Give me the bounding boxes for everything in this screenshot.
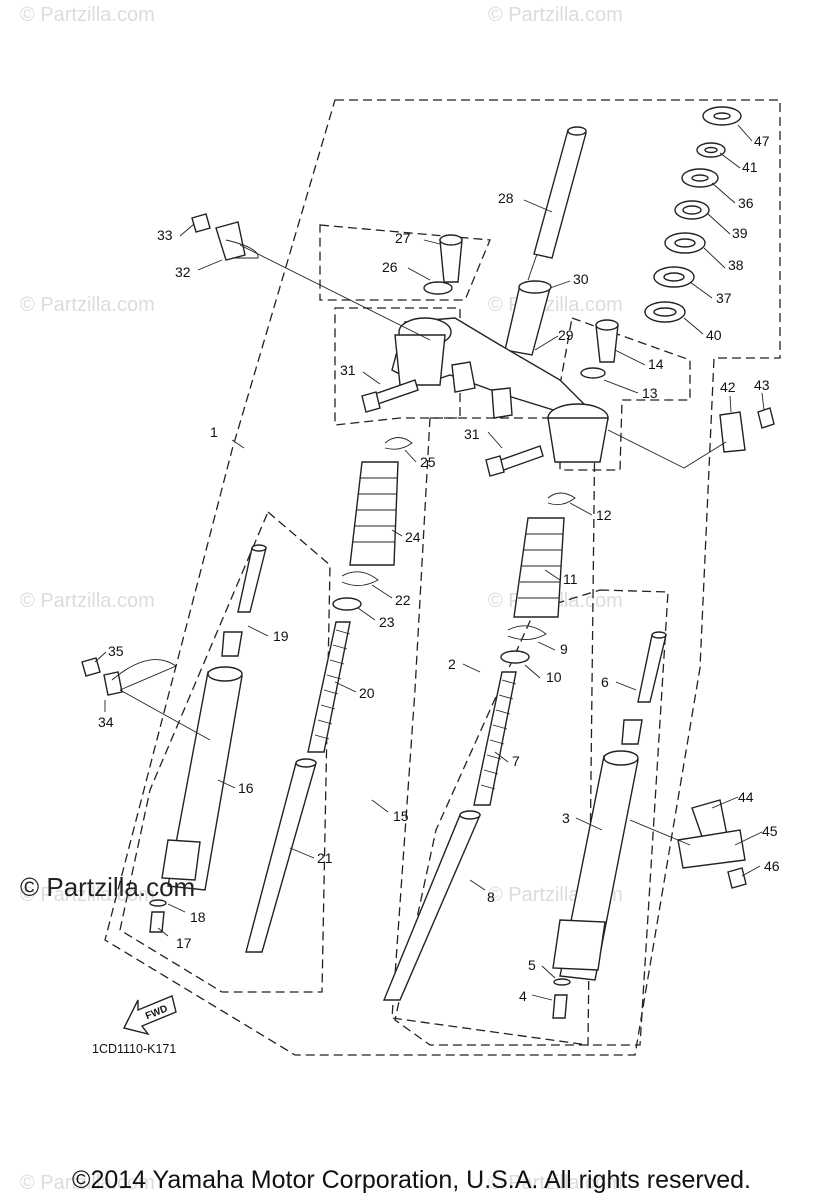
callout-32: 32 — [175, 264, 191, 280]
callout-24: 24 — [405, 529, 421, 545]
callout-17: 17 — [176, 935, 192, 951]
callout-31: 31 — [340, 362, 356, 378]
bottom-bolt-left — [149, 899, 167, 933]
callout-34: 34 — [98, 714, 114, 730]
oil-seal-10 — [500, 650, 530, 664]
pinch-bolt-left — [361, 379, 419, 413]
callout-10: 10 — [546, 669, 562, 685]
callout-30: 30 — [573, 271, 589, 287]
pinch-bolt-right — [485, 445, 544, 477]
inner-tube-8 — [382, 814, 482, 1001]
bottom-bolt-right — [552, 978, 571, 1019]
outer-tube-3 — [552, 750, 639, 981]
bracket-32 — [191, 213, 259, 261]
callout-14: 14 — [648, 356, 664, 372]
callout-38: 38 — [728, 257, 744, 273]
assembly-outline-bracket — [334, 307, 461, 426]
watermark: © Partzilla.com — [20, 590, 155, 612]
callout-5: 5 — [528, 957, 536, 973]
circlip-22 — [341, 571, 379, 586]
assembly-outline-main — [104, 99, 781, 1056]
callout-35: 35 — [108, 643, 124, 659]
bearing-stack — [644, 106, 742, 323]
outer-tube-16 — [161, 666, 243, 891]
fwd-arrow: FWD — [122, 995, 177, 1036]
callout-39: 39 — [732, 225, 748, 241]
dust-boot-right — [513, 517, 565, 618]
callout-47: 47 — [754, 133, 770, 149]
inner-tube-21 — [245, 762, 317, 953]
cap-bolt-right — [580, 319, 619, 379]
watermark: © Partzilla.com — [20, 294, 155, 316]
callout-33: 33 — [157, 227, 173, 243]
callout-31: 31 — [464, 426, 480, 442]
assembly-outline-right-fork — [391, 417, 596, 1046]
callout-29: 29 — [558, 327, 574, 343]
diagram-ref-code: 1CD1110-K171 — [92, 1042, 177, 1056]
callout-9: 9 — [560, 641, 568, 657]
clamp-44 — [677, 799, 747, 889]
copyright-notice: ©2014 Yamaha Motor Corporation, U.S.A. A… — [72, 1166, 751, 1194]
lower-bracket — [391, 317, 609, 463]
assembly-outline-bolt — [319, 224, 491, 301]
spring-20 — [307, 621, 351, 753]
callout-45: 45 — [762, 823, 778, 839]
callout-36: 36 — [738, 195, 754, 211]
callout-23: 23 — [379, 614, 395, 630]
callout-11: 11 — [563, 571, 578, 587]
circlip-25 — [384, 437, 413, 450]
callout-6: 6 — [601, 674, 609, 690]
steering-stem — [504, 126, 587, 356]
watermark: © Partzilla.com — [488, 4, 623, 26]
callout-13: 13 — [642, 385, 658, 401]
callout-1: 1 — [210, 424, 218, 440]
callout-labels: 1 2 3 4 5 6 7 8 9 10 11 12 13 14 15 16 1… — [98, 133, 780, 1004]
spring-7 — [473, 671, 517, 806]
assembly-outline-inner-right — [394, 589, 669, 1046]
callout-25: 25 — [420, 454, 436, 470]
watermark: © Partzilla.com — [20, 4, 155, 26]
callout-27: 27 — [395, 230, 411, 246]
callout-28: 28 — [498, 190, 514, 206]
callout-46: 46 — [764, 858, 780, 874]
callout-37: 37 — [716, 290, 732, 306]
brand-watermark: © Partzilla.com — [20, 872, 196, 902]
callout-19: 19 — [273, 628, 289, 644]
damper-rod-6 — [621, 631, 667, 745]
callout-21: 21 — [317, 850, 333, 866]
callout-40: 40 — [706, 327, 722, 343]
watermark: © Partzilla.com — [20, 1172, 155, 1194]
oil-seal-23 — [332, 597, 362, 611]
callout-41: 41 — [742, 159, 758, 175]
callout-leaders — [94, 124, 765, 1001]
callout-8: 8 — [487, 889, 495, 905]
circlip-9 — [507, 625, 547, 640]
callout-18: 18 — [190, 909, 206, 925]
callout-7: 7 — [512, 753, 520, 769]
callout-3: 3 — [562, 810, 570, 826]
watermark: © Partzilla.com — [488, 1172, 623, 1194]
callout-20: 20 — [359, 685, 375, 701]
bracket-34 — [81, 657, 177, 696]
callout-43: 43 — [754, 377, 770, 393]
assembly-outline-left-fork — [119, 510, 331, 993]
callout-15: 15 — [393, 808, 409, 824]
watermark: © Partzilla.com — [20, 884, 155, 906]
callout-44: 44 — [738, 789, 754, 805]
dust-boot-left — [349, 461, 399, 566]
callout-22: 22 — [395, 592, 411, 608]
cap-bolt-left — [423, 234, 463, 295]
clamp-42 — [719, 407, 775, 453]
callout-42: 42 — [720, 379, 736, 395]
callout-16: 16 — [238, 780, 254, 796]
callout-4: 4 — [519, 988, 527, 1004]
callout-2: 2 — [448, 656, 456, 672]
callout-26: 26 — [382, 259, 398, 275]
circlip-12 — [547, 492, 576, 506]
callout-12: 12 — [596, 507, 612, 523]
damper-rod-19 — [221, 544, 267, 657]
